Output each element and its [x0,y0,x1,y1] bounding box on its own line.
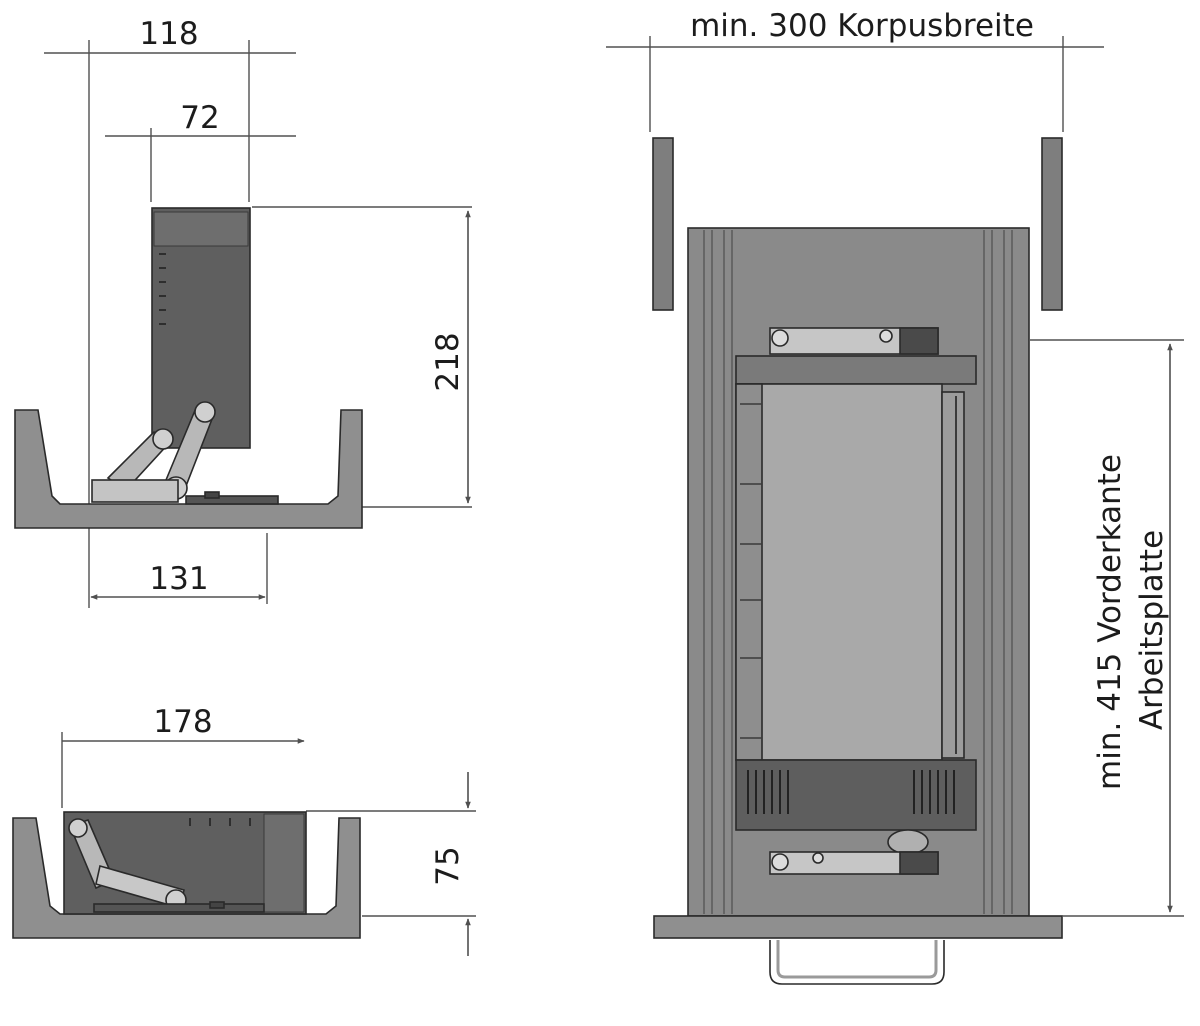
drawer-side-rails [703,230,1013,914]
bin-guide-strip [941,391,965,759]
dimension-label-75: 75 [430,846,466,885]
dimension-label-131: 131 [149,561,208,597]
rail [185,495,279,505]
hinge-pivot [152,428,174,450]
cabinet-side-wall-right [1041,137,1063,311]
dimension-label-depth-line1: min. 415 Vorderkante [1092,454,1128,790]
dimension-label-depth-line2: Arbeitsplatte [1134,530,1170,730]
top-hinge-assembly [735,327,977,385]
drawer-handle-inner [776,940,938,979]
catch [209,901,225,909]
bin-lid-band [263,813,305,913]
hinge-pivot [194,401,216,423]
hinge-pivot [68,818,88,838]
bin-top-rim [735,355,977,385]
dimension-label-72: 72 [180,100,219,136]
hinge-pivot [879,329,893,343]
bottom-hinge-assembly [769,851,939,875]
lift-mechanism [68,818,265,913]
top-left-view: 118 72 218 131 [14,16,472,608]
cabinet-side-wall-left [652,137,674,311]
dimension-label-178: 178 [153,704,212,740]
hinge-pivot [812,852,824,864]
catch [204,491,220,499]
hinge-pivot [771,329,789,347]
bin-ribs [189,818,251,826]
dimension-label-218: 218 [430,332,466,391]
vent-slots-right [913,770,955,814]
waste-bin [735,383,943,761]
bin-side-wall [735,383,763,761]
dimension-label-118: 118 [139,16,198,52]
bottom-left-view: 178 75 [12,704,476,956]
bin-side-segments [740,403,762,739]
right-view: min. 300 Korpusbreite [606,8,1184,985]
hinge-pivot [771,853,789,871]
bin-base [735,759,977,831]
vent-slots-left [747,770,789,814]
hinge-block [899,327,939,355]
lift-mechanism [91,401,279,505]
dimension-label-cabinet-width: min. 300 Korpusbreite [690,8,1034,44]
drawer-handle [769,940,945,985]
rail [93,903,265,913]
bin-lid-band [153,211,249,247]
hinge-base-plate [91,479,179,503]
hinge-block [899,851,939,875]
drawer-front [653,915,1063,939]
bin-release-button [887,829,929,855]
bin-ribs [159,253,166,325]
